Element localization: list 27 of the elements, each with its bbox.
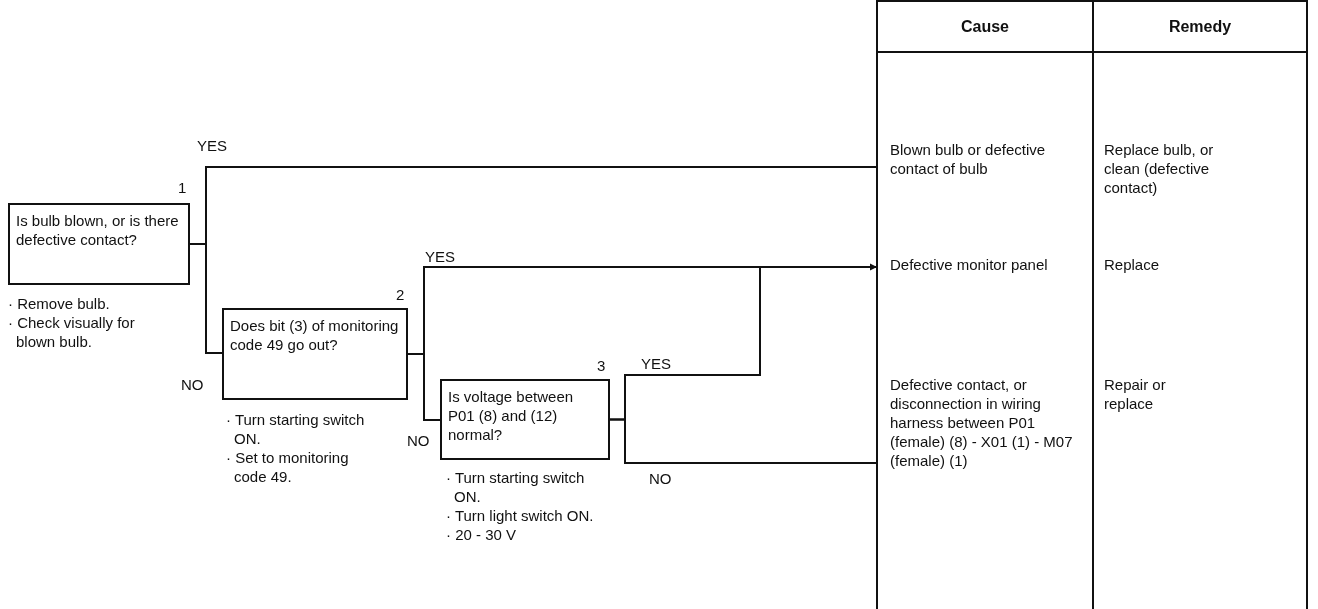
decision-box xyxy=(440,379,610,460)
check-note: · Turn starting switch ON. xyxy=(226,410,366,448)
check-note: · 20 - 30 V xyxy=(446,525,518,544)
column-header: Cause xyxy=(960,17,1010,36)
remedy-text: Repair or replace xyxy=(1104,375,1167,413)
connector-line xyxy=(189,243,223,354)
step-number: 2 xyxy=(396,285,405,304)
step-number: 3 xyxy=(597,356,606,375)
check-note: · Set to monitoring code 49. xyxy=(226,448,350,486)
connector-line xyxy=(407,353,441,421)
decision-box xyxy=(8,203,190,285)
check-note: · Check visually for blown bulb. xyxy=(8,313,136,351)
check-note: · Turn starting switch ON. xyxy=(446,468,586,506)
connector-line xyxy=(609,418,878,464)
question-text: Is bulb blown, or is there defective contact? xyxy=(16,212,179,248)
question-text: Does bit (3) of monitoring code 49 go out? xyxy=(230,317,399,353)
cause-text: Defective contact, or disconnection in wiring harness between P01 (female) (8) - X01 (1) - M07 (female) (1) xyxy=(890,375,1074,470)
remedy-text: Replace xyxy=(1104,255,1161,274)
check-note: · Turn light switch ON. xyxy=(446,506,594,525)
cause-text: Defective monitor panel xyxy=(890,255,1049,274)
decision-box xyxy=(222,308,408,400)
column-header: Remedy xyxy=(1167,17,1233,36)
cause-text: Blown bulb or defective contact of bulb xyxy=(890,140,1047,178)
check-note: · Remove bulb. xyxy=(8,294,111,313)
question-text: Is voltage between P01 (8) and (12) normal? xyxy=(448,388,574,443)
remedy-text: Replace bulb, or clean (defective contact) xyxy=(1104,140,1214,197)
step-number: 1 xyxy=(178,178,187,197)
